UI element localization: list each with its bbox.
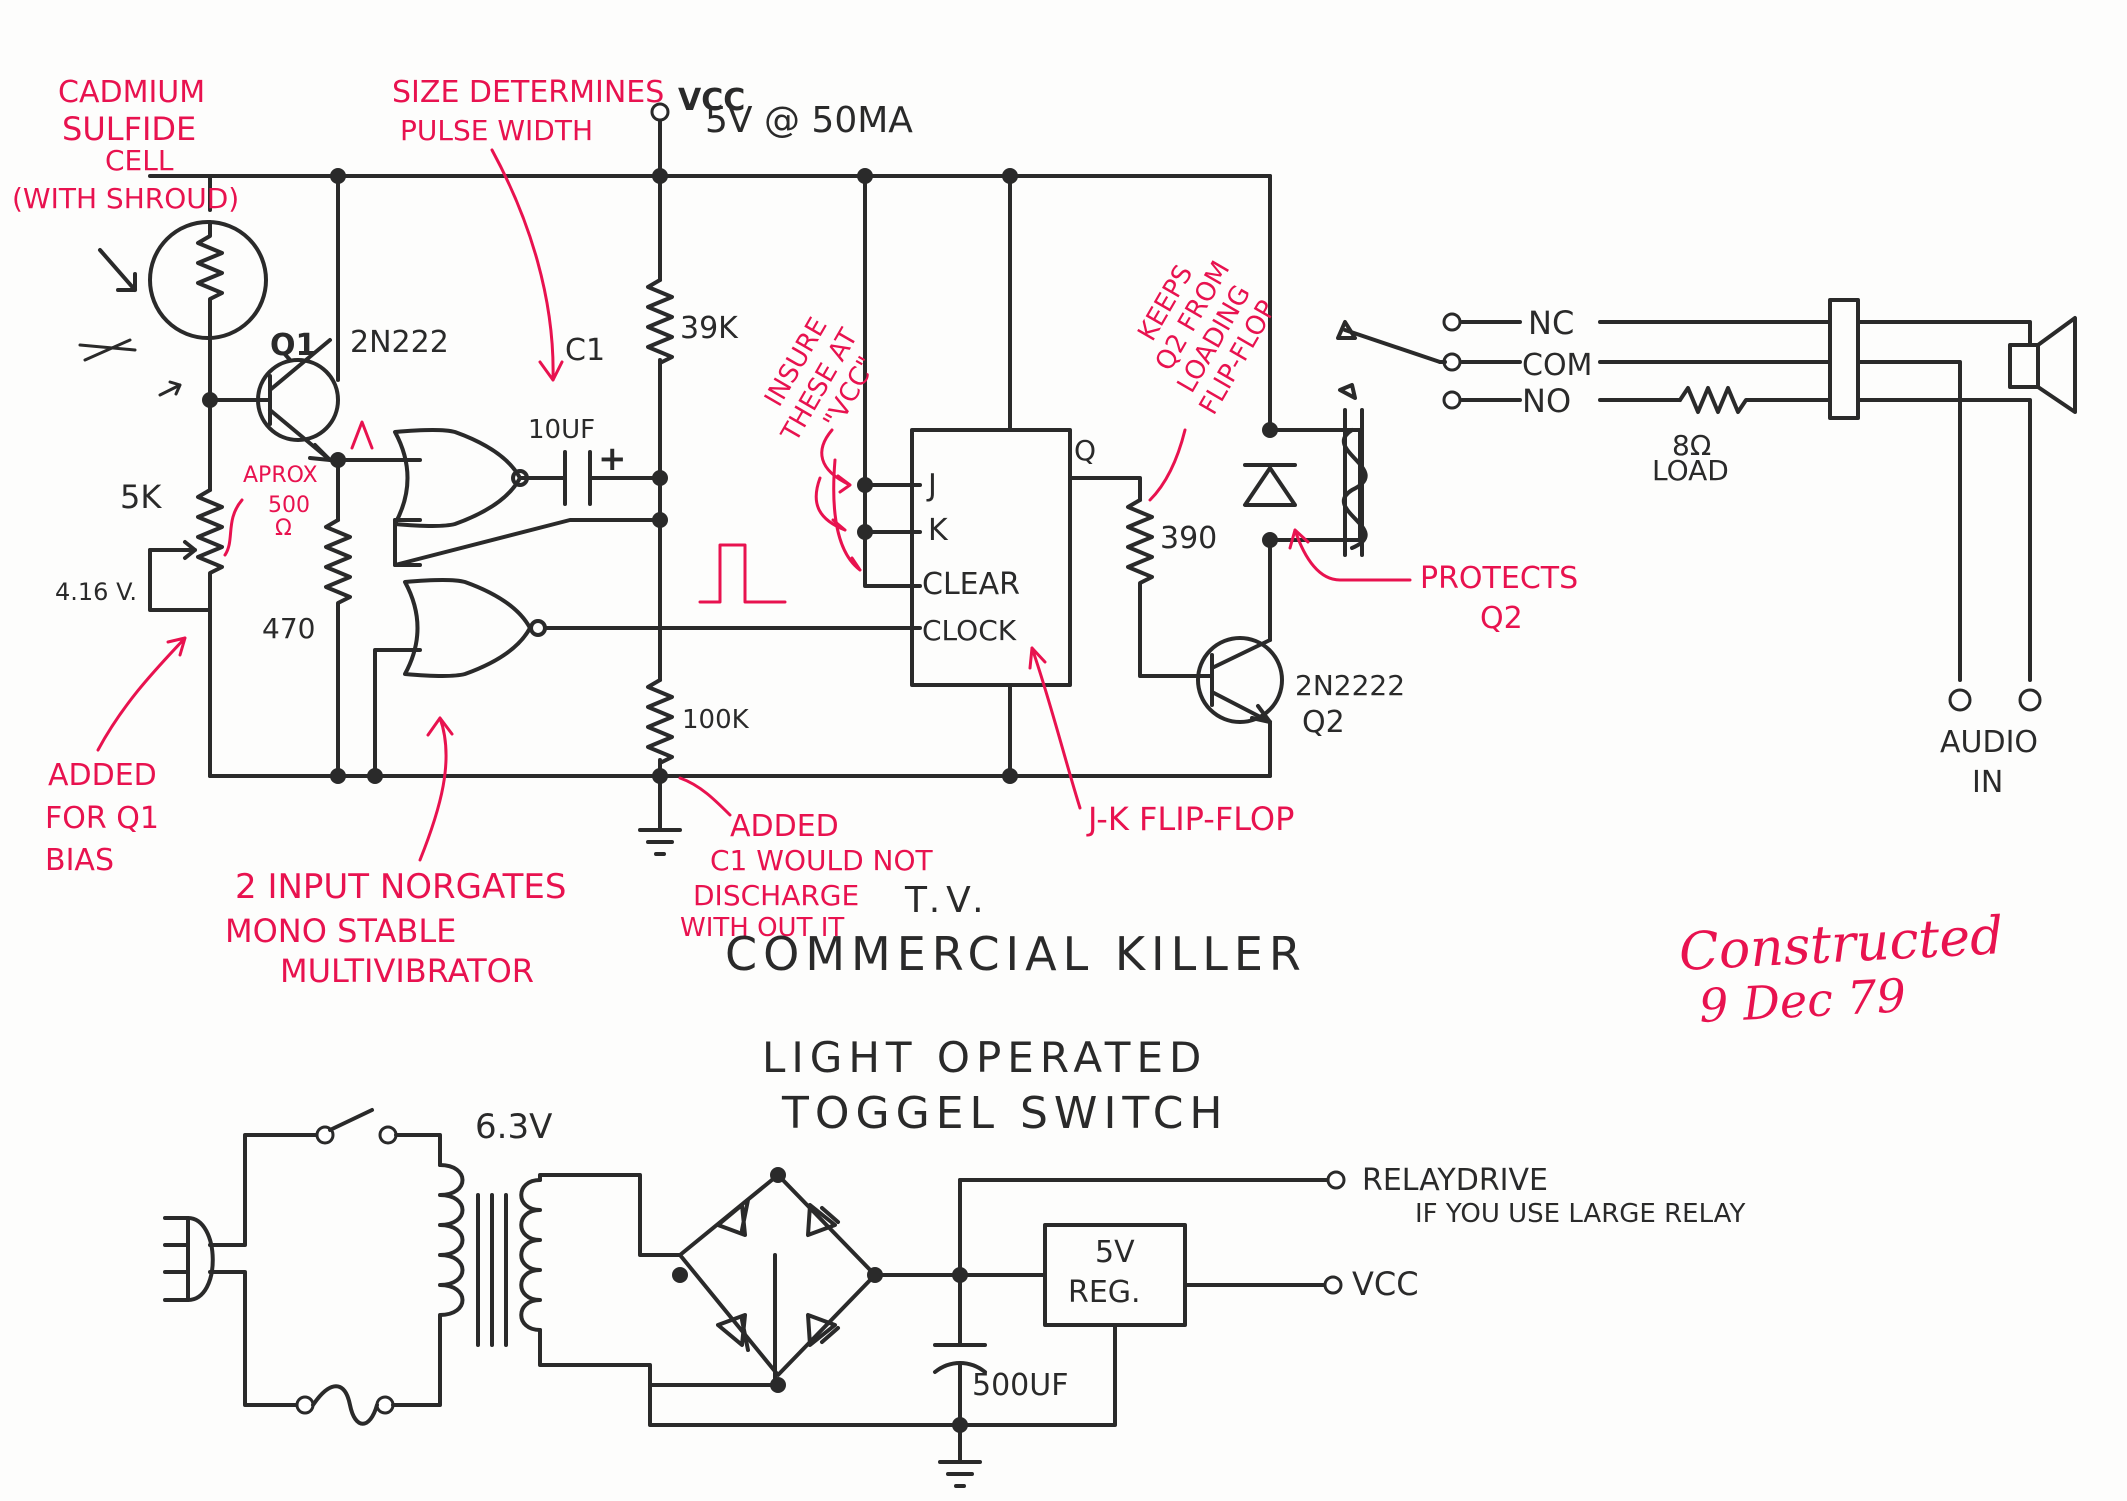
protection-diode xyxy=(1243,463,1297,507)
ff-clear-label: CLEAR xyxy=(922,567,1020,602)
title-tv: T.V. xyxy=(904,880,990,921)
r390-label: 390 xyxy=(1160,521,1217,556)
ff-k-label: K xyxy=(928,513,949,548)
q2-type: 2N2222 xyxy=(1295,669,1405,702)
power-supply-wiring xyxy=(163,1108,1346,1488)
transformer-voltage: 6.3V xyxy=(475,1107,552,1147)
note-nor-3: MULTIVIBRATOR xyxy=(280,952,534,990)
audio-jack: AUDIO IN xyxy=(1828,298,2042,800)
nor-gate-bottom xyxy=(403,578,547,678)
resistor-470: 470 xyxy=(262,518,352,645)
note-cds-4: (WITH SHROUD) xyxy=(12,182,239,215)
q1-transistor: Q1 2N222 xyxy=(256,325,449,462)
note-added-c1-3: DISCHARGE xyxy=(693,879,859,912)
note-nor-1: 2 INPUT NORGATES xyxy=(235,867,566,907)
pot-5k: 5K 4.16 V. xyxy=(55,478,224,612)
note-protects-1: PROTECTS xyxy=(1420,561,1578,596)
note-aprox-1: APROX xyxy=(243,463,318,488)
ff-clock-label: CLOCK xyxy=(922,614,1017,647)
titles: T.V. COMMERCIAL KILLER LIGHT OPERATED TO… xyxy=(725,880,1307,1139)
note-size-2: PULSE WIDTH xyxy=(400,114,593,147)
vcc-label: VCC xyxy=(678,83,745,118)
relay-no-label: NO xyxy=(1522,382,1571,420)
annotations: CADMIUM SULFIDE CELL (WITH SHROUD) SIZE … xyxy=(12,75,2005,1033)
r470-label: 470 xyxy=(262,612,315,645)
pulse-symbols xyxy=(350,420,787,604)
relay-com-label: COM xyxy=(1522,348,1592,383)
c1-value: 10UF xyxy=(528,415,595,445)
note-added-c1-2: C1 WOULD NOT xyxy=(710,844,934,877)
note-added-bias-1: ADDED xyxy=(48,758,157,793)
relay-coil xyxy=(1342,408,1368,557)
c1-polarity: + xyxy=(598,439,627,479)
load-label: LOAD xyxy=(1652,454,1729,487)
capacitor-c1: C1 10UF + xyxy=(528,333,627,506)
title-toggel-switch: TOGGEL SWITCH xyxy=(781,1088,1229,1139)
note-added-c1-1: ADDED xyxy=(730,809,839,844)
r100k-label: 100K xyxy=(682,705,750,735)
vcc-output-label: VCC xyxy=(1352,1265,1419,1303)
main-circuit-wiring xyxy=(148,118,1362,856)
resistor-390: 390 xyxy=(1126,498,1217,602)
note-cds-3: CELL xyxy=(105,144,174,177)
pot-label: 5K xyxy=(120,478,162,516)
jk-flip-flop: J K CLEAR CLOCK Q xyxy=(910,428,1096,687)
filter-cap-label: 500UF xyxy=(972,1368,1068,1403)
title-light-operated: LIGHT OPERATED xyxy=(762,1033,1207,1082)
resistor-39k: 39K xyxy=(646,278,739,370)
regulator-label-2: REG. xyxy=(1068,1275,1141,1310)
junction-dots xyxy=(202,168,1278,784)
load-value: 8Ω xyxy=(1672,429,1711,462)
c1-label: C1 xyxy=(565,333,605,368)
nor-gate-top xyxy=(393,428,529,528)
note-cds-2: SULFIDE xyxy=(62,110,196,148)
q2-transistor: 2N2222 Q2 xyxy=(1196,636,1405,740)
power-supply-labels: 6.3V 5V REG. 500UF RELAYDRIVE IF YOU USE… xyxy=(475,1107,1745,1403)
ff-j-label: J xyxy=(926,468,937,503)
relay-nc-label: NC xyxy=(1528,304,1574,342)
note-aprox-2: 500 xyxy=(268,493,310,518)
q2-label: Q2 xyxy=(1302,705,1345,740)
relay-drive-label: RELAYDRIVE xyxy=(1362,1163,1548,1198)
r39k-label: 39K xyxy=(680,311,739,346)
supply-rating: 5V @ 50MA xyxy=(705,100,913,141)
pot-voltage: 4.16 V. xyxy=(55,578,137,606)
relay-drive-note: IF YOU USE LARGE RELAY xyxy=(1415,1199,1745,1229)
note-nor-2: MONO STABLE xyxy=(225,912,456,950)
note-aprox-3: Ω xyxy=(275,516,292,541)
note-added-bias-2: FOR Q1 xyxy=(45,801,159,836)
q1-type: 2N222 xyxy=(350,325,449,360)
note-constructed-2: 9 Dec 79 xyxy=(1698,968,1907,1033)
note-added-bias-3: BIAS xyxy=(45,843,114,878)
q1-label: Q1 xyxy=(270,328,316,363)
note-jk: J-K FLIP-FLOP xyxy=(1086,800,1294,838)
cadmium-sulfide-cell xyxy=(78,220,268,397)
title-commercial-killer: COMMERCIAL KILLER xyxy=(725,927,1307,981)
relay-contacts: NC COM NO 8Ω LOAD xyxy=(1336,304,1832,487)
note-size-1: SIZE DETERMINES xyxy=(392,75,664,110)
vcc-terminal: VCC 5V @ 50MA xyxy=(650,83,913,141)
audio-in-label-2: IN xyxy=(1972,765,2003,800)
note-cds-1: CADMIUM xyxy=(58,75,205,110)
note-added-c1-4: WITH OUT IT xyxy=(680,913,844,943)
resistor-100k: 100K xyxy=(646,678,750,770)
regulator-label-1: 5V xyxy=(1095,1235,1135,1270)
speaker-icon xyxy=(2008,316,2077,414)
ff-q-label: Q xyxy=(1074,434,1096,467)
note-protects-2: Q2 xyxy=(1480,601,1523,636)
audio-in-label-1: AUDIO xyxy=(1940,725,2038,760)
